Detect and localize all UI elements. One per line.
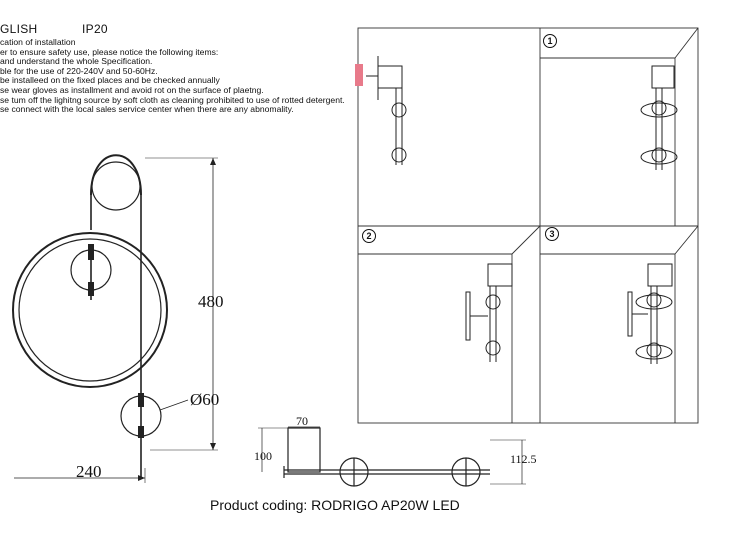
lamp-side-view — [258, 426, 526, 487]
instruction-line: ble for the use of 220-240V and 50-60Hz. — [0, 65, 158, 76]
lamp-front-view — [12, 154, 218, 483]
installation-instructions: cation of installation er to ensure safe… — [0, 37, 360, 115]
instruction-line: se connect with the local sales service … — [0, 104, 294, 115]
instruction-line: be installeed on the fixed places and be… — [0, 75, 220, 86]
step3-drawing — [627, 263, 673, 364]
instruction-line: se wear gloves as installment and avoid … — [0, 84, 264, 95]
language-label: GLISH — [0, 22, 38, 36]
ip-rating: IP20 — [82, 22, 108, 36]
step0-drawing — [355, 56, 407, 165]
diameter-dimension: Ø60 — [190, 390, 220, 409]
step2-drawing — [465, 263, 513, 362]
width-dimension: 240 — [76, 462, 102, 481]
instruction-line: and understand the whole Specification. — [0, 56, 153, 67]
product-coding: Product coding: RODRIGO AP20W LED — [210, 497, 460, 513]
step1-drawing — [640, 65, 678, 170]
installation-panels — [357, 27, 699, 424]
step-number-1: 1 — [543, 34, 557, 48]
total-depth-dimension: 112.5 — [510, 452, 537, 466]
instruction-line: er to ensure safety use, please notice t… — [0, 46, 219, 57]
side-depth-dimension: 70 — [296, 414, 308, 428]
instruction-line: cation of installation — [0, 37, 76, 47]
step-number-2: 2 — [362, 229, 376, 243]
side-height-dimension: 100 — [254, 449, 272, 463]
instruction-line: se tum off the lighitng source by soft c… — [0, 94, 345, 105]
height-dimension: 480 — [198, 292, 224, 311]
step-number-3: 3 — [545, 227, 559, 241]
